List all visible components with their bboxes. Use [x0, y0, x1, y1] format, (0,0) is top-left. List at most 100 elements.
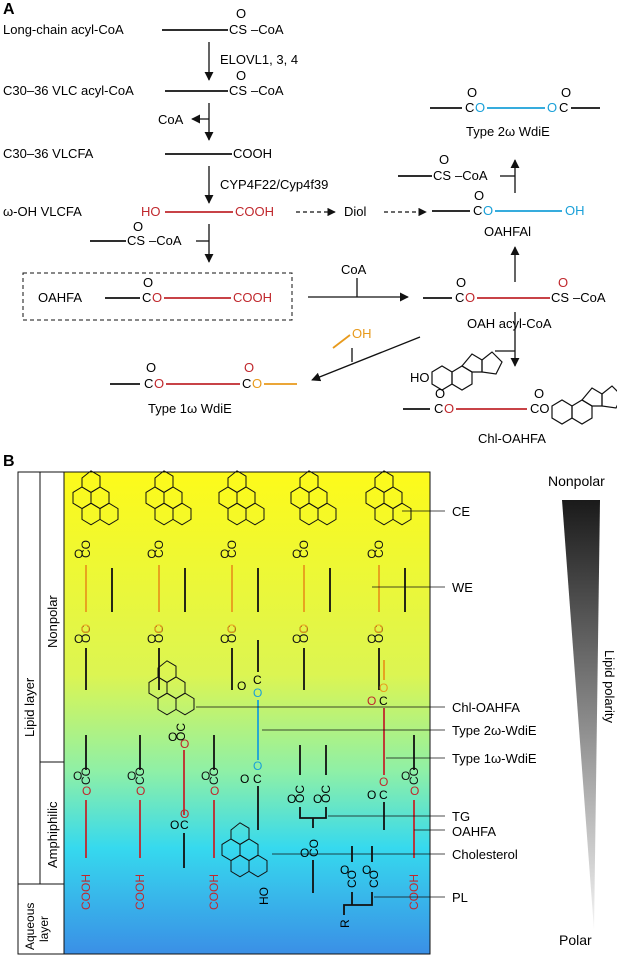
vlc-acyl-coa-label: C30–36 VLC acyl-CoA: [3, 83, 134, 98]
aqueous-layer-label: Aqueous layer: [23, 899, 51, 950]
o-atom: O: [456, 275, 466, 290]
c-atom: C: [559, 100, 568, 115]
long-chain-acyl-coa-label: Long-chain acyl-CoA: [3, 22, 124, 37]
o-atom: O: [143, 275, 153, 290]
oh-group-blue: OH: [565, 203, 585, 218]
c-atom: C: [455, 290, 464, 305]
orange-alcohol-chain: [332, 334, 351, 349]
callout-type2: Type 2ω-WdiE: [452, 723, 537, 738]
ester-o: O: [82, 784, 91, 798]
co-group: CO: [152, 540, 166, 558]
co-group: CO: [372, 540, 386, 558]
callout-ce: CE: [452, 504, 470, 519]
o-atom: O: [367, 632, 376, 646]
o-atom: O: [170, 818, 179, 832]
o-atom: O: [127, 769, 136, 783]
elovl-enzyme-label: ELOVL1, 3, 4: [220, 52, 298, 67]
ester-o: O: [444, 401, 454, 416]
tg-co: CO: [307, 839, 321, 857]
type1-wdie-label: Type 1ω WdiE: [148, 401, 232, 416]
ester-o-blue: O: [547, 100, 557, 115]
ester-o-orange: O: [252, 376, 262, 391]
aqueous-layer-bar: [17, 883, 65, 955]
callout-group: CE WE Chl-OAHFA Type 2ω-WdiE Type 1ω-Wdi…: [196, 504, 537, 905]
nonpolar-sub-label: Nonpolar: [45, 595, 60, 648]
o-atom: O: [168, 730, 177, 744]
ho-group: HO: [257, 887, 271, 905]
cs-atoms: CS: [229, 22, 247, 37]
coa-group: –CoA: [251, 22, 284, 37]
coa-group: –CoA: [251, 83, 284, 98]
o-atom-red: O: [558, 275, 568, 290]
cooh-group-red: COOH: [79, 874, 93, 910]
tg-oc-1: OC: [293, 785, 307, 803]
o-atom: O: [220, 632, 229, 646]
co-group: CO: [79, 767, 93, 785]
cs-atoms: CS: [551, 290, 569, 305]
ho-group: HO: [141, 204, 161, 219]
oc-group: OC: [225, 625, 239, 643]
oahfa-box-label: OAHFA: [38, 290, 82, 305]
o-atom: O: [300, 846, 309, 860]
ester-o-orange: O: [81, 622, 90, 636]
pl-co-2: CO: [367, 870, 381, 888]
lipid-layer-label: Lipid layer: [22, 677, 37, 737]
c-atom: C: [473, 203, 482, 218]
callout-cholesterol: Cholesterol: [452, 847, 518, 862]
o-atom: O: [340, 863, 349, 877]
chl-oahfa-label: Chl-OAHFA: [478, 431, 546, 446]
o-atom: O: [237, 679, 246, 693]
callout-chl-oahfa: Chl-OAHFA: [452, 700, 520, 715]
polarity-axis-label: Lipid polarity: [602, 650, 617, 723]
ester-o: O: [180, 807, 189, 821]
ester-o-orange: O: [154, 622, 163, 636]
coa-release-label: CoA: [158, 112, 184, 127]
polarity-wedge: [562, 500, 600, 930]
c-atom: C: [180, 818, 189, 832]
ester-o-orange: O: [227, 622, 236, 636]
cyp-enzyme-label: CYP4F22/Cyp4f39: [220, 177, 328, 192]
oc-group: OC: [152, 625, 166, 643]
amphiphilic-sub-bar: [39, 761, 65, 885]
o-atom: O: [146, 360, 156, 375]
nonpolar-sub-bar: [39, 471, 65, 763]
o-atom-red: O: [244, 360, 254, 375]
o-atom: O: [439, 152, 449, 167]
o-atom: O: [367, 547, 376, 561]
co-group: CO: [225, 540, 239, 558]
oc-group: OC: [297, 625, 311, 643]
co-group: CO: [79, 540, 93, 558]
o-atom: O: [201, 769, 210, 783]
o-atom: O: [147, 632, 156, 646]
tg-backbone: [299, 807, 327, 828]
cooh-group-red: COOH: [233, 290, 272, 305]
pl-r-group: R: [338, 919, 352, 928]
callout-tg: TG: [452, 809, 470, 824]
oh-group-orange: OH: [352, 326, 372, 341]
cooh-group: COOH: [233, 146, 272, 161]
panel-b-label: B: [3, 453, 15, 470]
cooh-group-red: COOH: [207, 874, 221, 910]
o-atom: O: [313, 792, 322, 806]
c-atom: C: [253, 673, 262, 687]
ester-o-orange: O: [299, 622, 308, 636]
c-atom: C: [242, 376, 251, 391]
c-atom: C: [144, 376, 153, 391]
o-atom-red: O: [367, 694, 376, 708]
cooh-group-red: COOH: [133, 874, 147, 910]
ester-o-orange: O: [379, 681, 388, 695]
c-atom: C: [253, 772, 262, 786]
triglyceride-molecule: OC O OC O CO O: [287, 745, 333, 893]
coa-group: –CoA: [573, 290, 606, 305]
ester-o: O: [410, 784, 419, 798]
ho-group: HO: [410, 370, 430, 385]
o-atom: O: [401, 769, 410, 783]
ester-o-blue: O: [483, 203, 493, 218]
o-atom: O: [236, 68, 246, 83]
o-atom: O: [362, 863, 371, 877]
o-atom: O: [74, 547, 83, 561]
callout-pl: PL: [452, 890, 468, 905]
